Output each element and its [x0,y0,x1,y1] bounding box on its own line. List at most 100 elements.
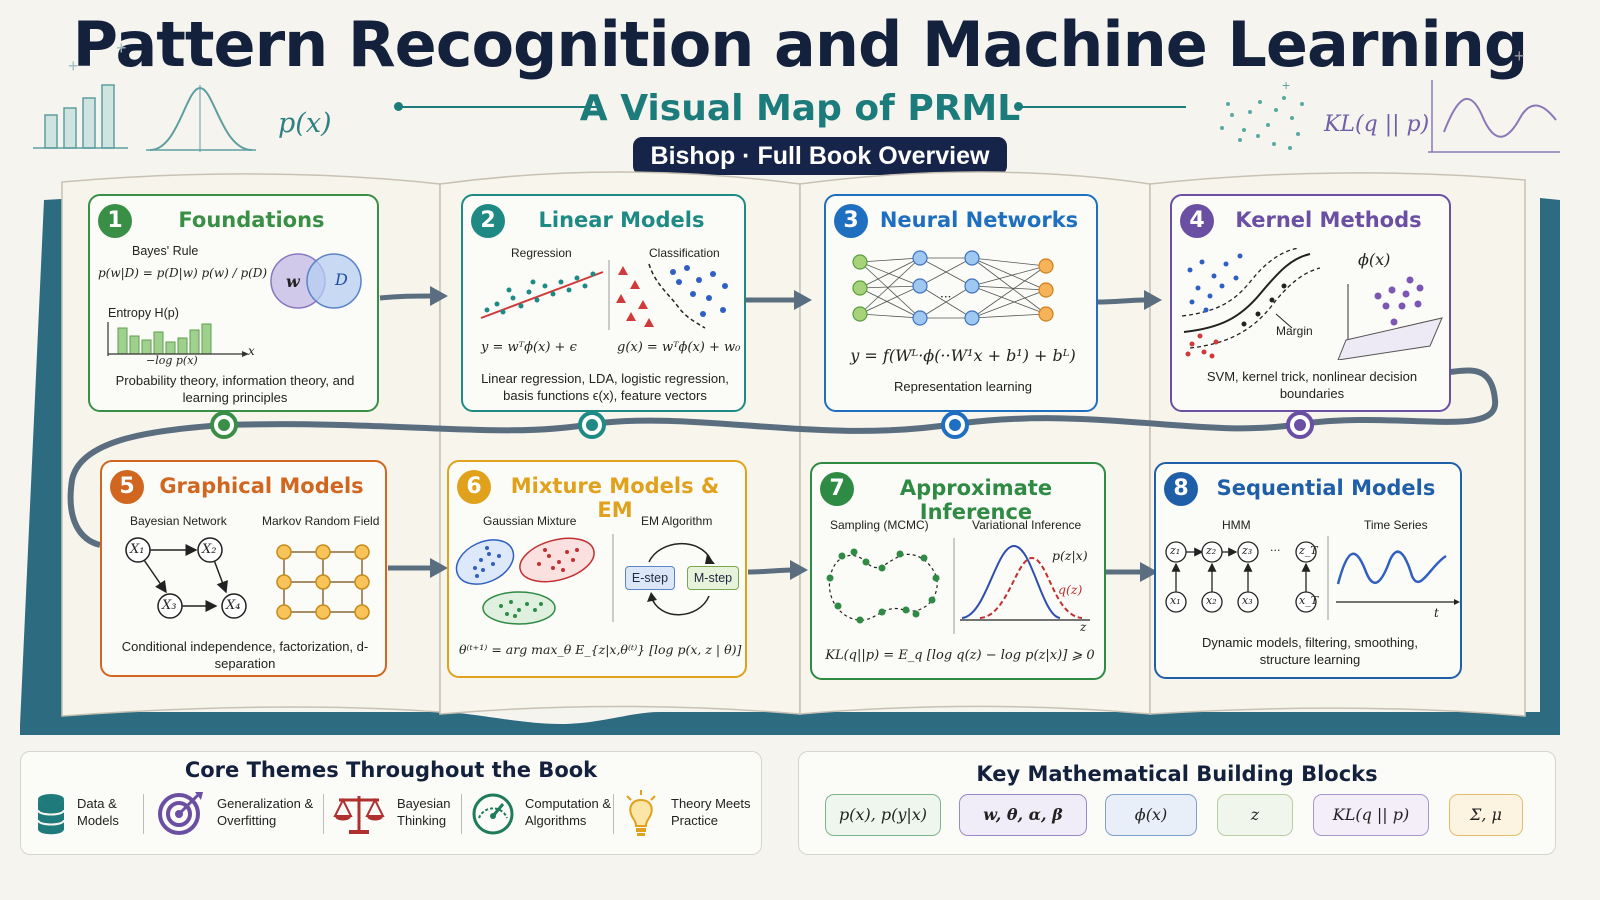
math-blocks-title: Key Mathematical Building Blocks [976,762,1378,786]
hmm-label: HMM [1222,518,1251,532]
card-description: Linear regression, LDA, logistic regress… [481,371,729,403]
theme-divider [143,794,144,834]
card-number: 6 [457,470,491,504]
em-update-equation: θ⁽ᵗ⁺¹⁾ = arg max_θ E_{z|x,θ⁽ᵗ⁾} [log p(x… [459,642,742,657]
theme-label: Data & Models [77,796,119,828]
gaussian-mixture-diagram [455,534,715,625]
card-number: 5 [110,470,144,504]
header-px-label: p(x) [278,108,332,139]
card-title: Mixture Models & EM [510,474,720,522]
node-x3: X₃ [162,598,177,613]
card-title: Kernel Methods [1235,208,1422,232]
venn-label-w: w [286,272,300,291]
card-title: Approximate Inference [899,476,1053,524]
database-icon [37,794,65,835]
theme-label: Theory Meets Practice [671,796,751,828]
feature-map-label: ϕ(x) [1358,250,1391,269]
svg-text:+: + [116,40,127,58]
card-title: Graphical Models [159,474,364,498]
hmm-node-x1: x₁ [1170,594,1181,607]
entropy-label: Entropy H(p) [108,306,179,320]
card-neural-networks[interactable]: 3 Neural Networks ··· y = f(Wᴸ·ϕ(··W¹x +… [824,194,1098,412]
entropy-axis-label: −log p(x) [146,354,198,367]
card-graphical-models[interactable]: 5 Graphical Models Bayesian Network Mark… [100,460,387,677]
math-block-parameters: w, θ, α, β [959,794,1087,836]
card-number: 4 [1180,204,1214,238]
posterior-label: p(z|x) [1052,548,1088,563]
card-linear-models[interactable]: 2 Linear Models Regression Classificatio… [461,194,746,412]
neural-network-equation: y = f(Wᴸ·ϕ(··W¹x + b¹) + bᴸ) [850,346,1076,365]
node-x1: X₁ [130,542,145,557]
gaussian-mixture-label: Gaussian Mixture [483,514,577,528]
subtitle-dot-left [394,102,403,111]
graphical-model-diagrams [125,537,370,620]
svm-diagram [1181,248,1443,360]
theme-theory-practice: Theory Meets Practice [621,790,761,840]
core-themes-title: Core Themes Throughout the Book [184,758,598,782]
page-title: Pattern Recognition and Machine Learning [72,8,1529,81]
theme-generalization: Generalization & Overfitting [155,790,325,840]
math-blocks-panel: Key Mathematical Building Blocks p(x), p… [798,751,1556,855]
hmm-node-z3: z₃ [1242,544,1253,557]
subtitle-line-right [1018,106,1186,108]
math-block-latent: z [1217,794,1293,836]
card-approximate-inference[interactable]: 7 Approximate Inference Sampling (MCMC) … [810,462,1106,680]
entropy-histogram [107,322,249,357]
node-x4: X₄ [226,598,241,613]
card-description: Probability theory, information theory, … [115,373,355,405]
theme-computation: Computation & Algorithms [469,790,619,840]
venn-diagram [270,253,362,309]
regression-equation: y = wᵀϕ(x) + ϵ [481,340,577,355]
m-step-box: M-step [687,566,739,590]
hmm-node-x3: x₃ [1242,594,1253,607]
sampling-label: Sampling (MCMC) [830,518,929,532]
card-mixture-models[interactable]: 6 Mixture Models & EM Gaussian Mixture E… [447,460,747,678]
card-foundations[interactable]: 1 Foundations Bayes' Rule p(w|D) = p(D|w… [88,194,379,412]
neural-network-diagram [852,250,1054,326]
regression-label: Regression [511,246,572,260]
theme-data-models: Data & Models [31,790,149,840]
card-title: Sequential Models [1216,476,1436,500]
z-axis-label: z [1080,620,1087,634]
card-number: 2 [471,204,505,238]
card-description: Representation learning [893,379,1033,394]
card-kernel-methods[interactable]: 4 Kernel Methods ϕ(x) Margin SVM, kernel… [1170,194,1451,412]
theme-divider [613,794,614,834]
hidden-layer-ellipsis: ··· [940,290,952,304]
svg-text:+: + [68,56,79,76]
margin-label: Margin [1276,324,1313,338]
lightbulb-icon [626,790,656,836]
hmm-node-xt: x_T [1299,594,1319,607]
hmm-node-z2: z₂ [1206,544,1217,557]
theme-divider [461,794,462,834]
header-kl-label: KL(q || p) [1324,112,1430,137]
card-sequential-models[interactable]: 8 Sequential Models HMM Time Series z₁ z… [1154,462,1462,679]
card-title: Linear Models [538,208,705,232]
hmm-node-z1: z₁ [1170,544,1181,557]
math-block-kl: KL(q || p) [1313,794,1429,836]
kl-divergence-equation: KL(q||p) = E_q [log q(z) − log p(z|x)] ⩾… [825,648,1095,663]
card-description: SVM, kernel trick, nonlinear decision bo… [1206,369,1418,401]
variational-inference-label: Variational Inference [972,518,1082,532]
e-step-box: E-step [625,566,675,590]
entropy-x-label: x [248,344,255,358]
subtitle-badge: Bishop · Full Book Overview [633,137,1007,175]
card-number: 8 [1164,472,1198,506]
math-block-probability: p(x), p(y|x) [825,794,941,836]
theme-label: Generalization & Overfitting [217,796,314,828]
venn-label-d: D [335,270,348,289]
card-description: Conditional independence, factorization,… [121,639,369,671]
sequential-diagrams [1165,536,1460,620]
linear-plots [480,260,728,330]
theme-label: Bayesian Thinking [397,796,451,828]
scales-icon [333,796,385,834]
hmm-ellipsis: ··· [1270,544,1281,557]
markov-random-field-label: Markov Random Field [262,514,380,528]
time-series-label: Time Series [1364,518,1428,532]
theme-label: Computation & Algorithms [525,796,611,828]
theme-bayesian-thinking: Bayesian Thinking [333,790,463,840]
subtitle-dot-right [1014,102,1023,111]
time-axis-label: t [1434,606,1439,620]
card-number: 1 [98,204,132,238]
gauge-icon [472,793,514,835]
